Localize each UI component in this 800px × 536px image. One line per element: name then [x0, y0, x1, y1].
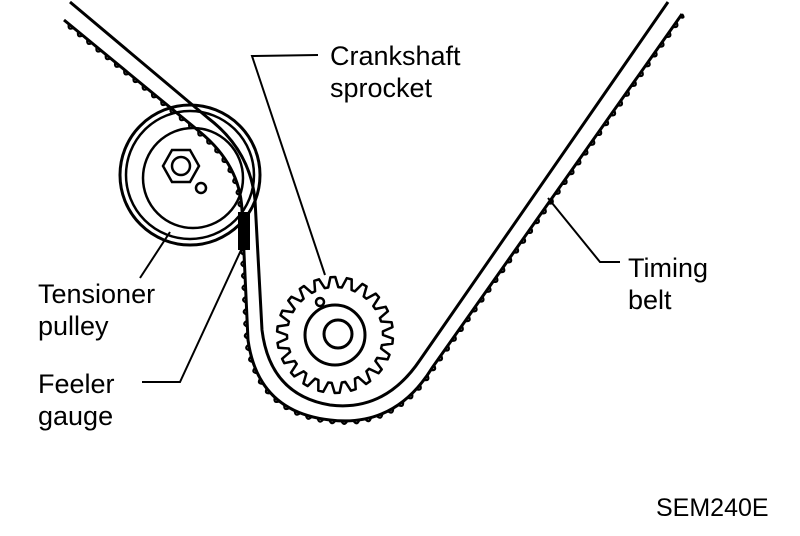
- crankshaft-sprocket: [275, 275, 395, 395]
- tensioner-pin: [194, 181, 208, 195]
- timing-belt-outer-edge: [63, 13, 684, 423]
- tensioner-pulley: [118, 103, 262, 247]
- figure-code: SEM240E: [656, 494, 769, 522]
- label-tensioner-pulley: Tensioner pulley: [38, 279, 156, 341]
- tensioner-bolt: [170, 155, 192, 177]
- sprocket-teeth: [275, 275, 395, 395]
- tensioner-nut: [161, 148, 201, 184]
- leader-line-timing-belt: [547, 197, 620, 263]
- label-timing-belt: Timing belt: [628, 253, 709, 315]
- timing-belt-inner-edge: [69, 0, 670, 408]
- sprocket-hub: [303, 303, 367, 367]
- label-crankshaft-sprocket: Crankshaft sprocket: [330, 41, 461, 103]
- sprocket-bore: [322, 318, 354, 350]
- feeler-gauge-blade: [238, 212, 250, 250]
- leader-line-crankshaft-sprocket: [250, 54, 326, 276]
- label-feeler-gauge: Feeler gauge: [38, 369, 115, 431]
- leader-line-tensioner-pulley: [139, 231, 171, 279]
- sprocket-key-mark: [314, 296, 326, 308]
- leader-line-feeler-gauge: [142, 247, 243, 383]
